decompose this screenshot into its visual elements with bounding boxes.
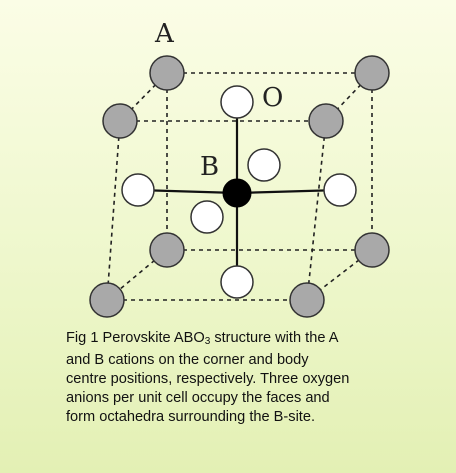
o-atom (121, 173, 155, 207)
edge-front-right (306, 120, 327, 301)
o-atom (190, 200, 224, 234)
a-atom (149, 232, 185, 268)
o-atom (323, 173, 357, 207)
a-atom (308, 103, 344, 139)
figure-caption: Fig 1 Perovskite ABO3 structure with the… (66, 329, 426, 427)
caption-line: and B cations on the corner and body (66, 352, 309, 368)
caption-line: anions per unit cell occupy the faces an… (66, 390, 330, 406)
caption-line: Fig 1 Perovskite ABO3 structure with the… (66, 330, 339, 347)
edge-front-left (106, 120, 121, 301)
edge-depth-bottom-right (306, 249, 373, 301)
a-atom (89, 282, 125, 318)
a-atom (354, 232, 390, 268)
caption-line: form octahedra surrounding the B-site. (66, 409, 316, 425)
a-atom (354, 55, 390, 91)
label-b: B (200, 152, 219, 182)
a-atom (149, 55, 185, 91)
oxygen-atoms (121, 85, 357, 299)
perovskite-unit-cell-diagram: A O B (89, 19, 390, 318)
a-site-atoms (89, 55, 390, 318)
a-atom (102, 103, 138, 139)
label-a: A (154, 19, 175, 49)
caption-line: centre positions, respectively. Three ox… (66, 371, 350, 387)
o-atom (220, 85, 254, 119)
label-o: O (262, 83, 283, 113)
o-atom (247, 148, 281, 182)
b-atom (222, 178, 252, 208)
subscript-3: 3 (204, 336, 211, 347)
o-atom (220, 265, 254, 299)
bond-right (236, 188, 341, 195)
a-atom (289, 282, 325, 318)
